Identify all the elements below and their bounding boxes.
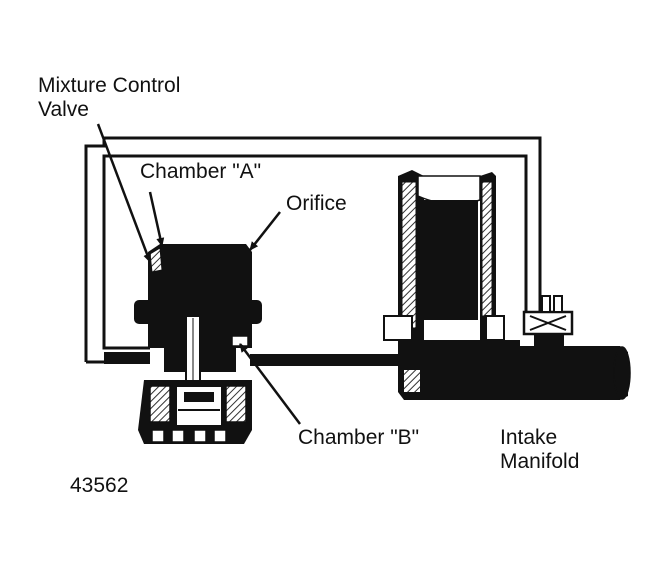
label-orifice: Orifice bbox=[286, 192, 347, 215]
valve-to-manifold-tube bbox=[250, 354, 402, 366]
manifold-riser bbox=[398, 170, 628, 400]
label-intake-manifold-line1: Intake bbox=[500, 426, 557, 449]
mixture-control-valve bbox=[104, 244, 262, 444]
leader-chamber-b bbox=[239, 343, 301, 425]
label-mixture-control-valve-line1: Mixture Control bbox=[38, 74, 180, 97]
valve-upper-housing bbox=[148, 244, 252, 300]
label-chamber-b: Chamber "B" bbox=[298, 426, 419, 449]
valve-flange bbox=[134, 300, 262, 324]
intake-manifold bbox=[383, 170, 631, 400]
leader-mixture-control-valve bbox=[96, 123, 152, 263]
label-intake-manifold-line2: Manifold bbox=[500, 450, 579, 473]
label-chamber-a: Chamber "A" bbox=[140, 160, 261, 183]
leader-chamber-a bbox=[148, 191, 165, 247]
label-mixture-control-valve-line2: Valve bbox=[38, 98, 89, 121]
leader-lines bbox=[96, 123, 301, 425]
leader-orifice bbox=[249, 211, 281, 251]
figure-number: 43562 bbox=[70, 474, 128, 497]
